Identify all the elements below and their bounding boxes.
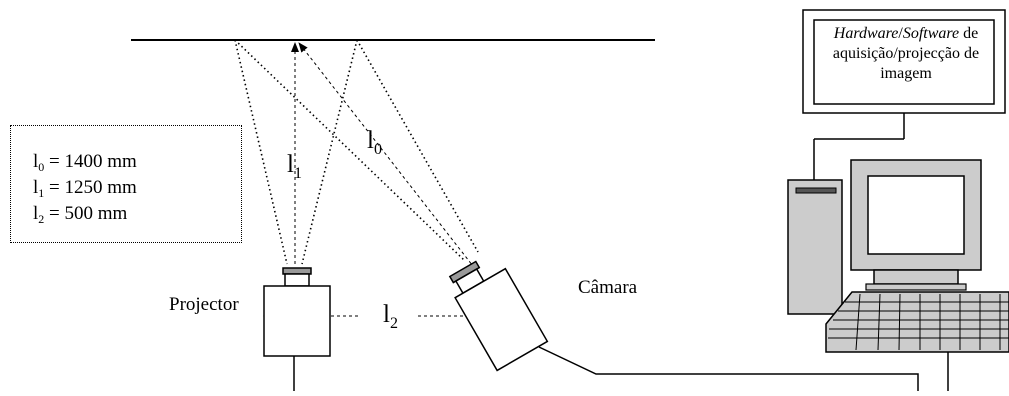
control-monitor	[802, 9, 1006, 180]
monitor-caption-line3: imagem	[880, 65, 932, 82]
monitor-stand	[873, 269, 959, 285]
camera-cable	[538, 346, 919, 391]
camera-field-of-view	[234, 39, 479, 261]
camera-label: Câmara	[578, 277, 638, 298]
monitor-caption-line2: aquisição/projecção de	[832, 45, 980, 62]
drive-slot	[795, 187, 837, 194]
keyboard-keys	[828, 293, 1009, 351]
camera	[448, 260, 549, 372]
projector-body	[263, 285, 331, 357]
monitor-caption: Hardware/Software de aquisição/projecção…	[820, 24, 992, 84]
dimensions-legend: l0 = 1400 mm l1 = 1250 mm l2 = 500 mm	[10, 125, 242, 243]
projector	[263, 267, 331, 391]
projector-label: Projector	[169, 294, 239, 315]
label-l1: l1	[287, 151, 302, 182]
projector-lens	[282, 267, 312, 275]
computer-tower	[787, 179, 843, 315]
computer-screen	[867, 175, 965, 255]
keyboard	[825, 291, 1009, 353]
projector-neck	[284, 273, 310, 287]
camera-body	[454, 267, 549, 372]
label-l2: l2	[383, 301, 398, 332]
legend-item-l2: l2 = 500 mm	[33, 203, 128, 226]
desktop-computer	[787, 159, 1009, 353]
monitor-caption-line1: Hardware/Software de	[833, 25, 979, 42]
label-l0: l0	[367, 127, 382, 158]
legend-item-l1: l1 = 1250 mm	[33, 177, 137, 200]
legend-item-l0: l0 = 1400 mm	[33, 151, 137, 174]
